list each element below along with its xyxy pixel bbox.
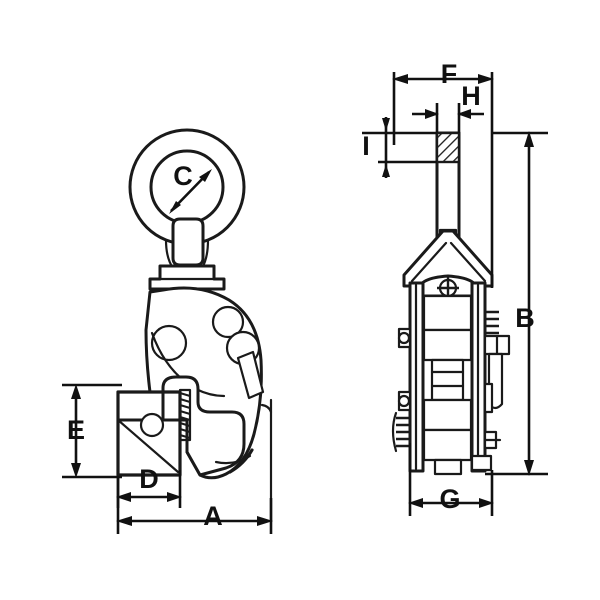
dimension-D: D xyxy=(116,464,182,508)
jaw-teeth-serrations xyxy=(179,392,191,439)
dimension-A-label: A xyxy=(203,501,223,531)
body-core-block-upper xyxy=(422,294,473,332)
body-core-block-lower xyxy=(422,428,473,462)
dimension-I-arrowhead-top xyxy=(382,118,390,131)
jaw-hook-body xyxy=(161,375,246,477)
dimension-G-arrowhead-right xyxy=(479,498,494,508)
lifting-eye-ring xyxy=(128,128,246,246)
clamp-body-front xyxy=(391,274,511,476)
right-lever-tail xyxy=(483,382,494,414)
side-elevation-view: C xyxy=(62,128,273,534)
dimension-E-label: E xyxy=(67,415,85,445)
shackle-plate-section-hatch xyxy=(435,131,461,164)
body-core-block-upper-mid xyxy=(422,328,473,362)
dimension-I-arrowhead-bottom xyxy=(382,164,390,177)
dimension-F: F xyxy=(392,59,494,288)
right-spring-coils xyxy=(485,310,499,335)
left-pin-upper-bolt xyxy=(397,331,411,345)
base-tail-curve xyxy=(228,448,254,474)
body-core-block-lower-mid xyxy=(422,398,473,432)
dimension-C: C xyxy=(169,161,212,214)
dimension-A-arrowhead-left xyxy=(116,516,132,526)
right-side-hardware xyxy=(470,310,511,472)
dimension-E-arrowhead-top xyxy=(71,384,81,399)
jaw-pad-pin xyxy=(139,412,165,438)
dimension-B-arrowhead-top xyxy=(524,131,534,147)
dimension-B: B xyxy=(485,131,548,476)
right-base-bolt xyxy=(470,454,493,472)
base-tail-inner-curve xyxy=(214,454,252,465)
dimension-A: A xyxy=(116,477,273,534)
swivel-collar-plate xyxy=(148,264,226,291)
left-side-hardware xyxy=(391,327,412,453)
dimension-H-arrowhead-right xyxy=(457,109,471,119)
dimension-D-arrowhead-left xyxy=(116,492,131,502)
jaw-gap-diagonal xyxy=(116,418,180,474)
dimension-C-label: C xyxy=(173,161,193,191)
dimension-I-label: I xyxy=(362,131,370,161)
shackle-pin-body xyxy=(171,217,205,267)
dimension-H-arrowhead-left xyxy=(425,109,439,119)
dimension-G-arrowhead-left xyxy=(408,498,423,508)
dimension-B-arrowhead-bottom xyxy=(524,460,534,476)
swivel-yoke-inner-right-edge xyxy=(449,241,487,283)
front-elevation-view: F H I xyxy=(362,59,548,516)
dimension-I: I xyxy=(362,117,437,178)
swivel-collar xyxy=(148,264,226,291)
dimension-F-label: F xyxy=(441,59,458,89)
dimension-E-arrowhead-bottom xyxy=(71,463,81,478)
body-rivet-top-right xyxy=(211,305,245,339)
swivel-yoke-inner-left-edge xyxy=(410,241,448,283)
dimension-F-arrowhead-right xyxy=(478,74,494,84)
dimension-G-label: G xyxy=(439,484,460,514)
base-right-edge-top-fillet xyxy=(260,403,273,414)
dimension-H-label: H xyxy=(461,81,481,111)
dimension-E: E xyxy=(62,383,122,479)
clamp-jaw-assembly xyxy=(116,375,246,477)
dimension-F-arrowhead-left xyxy=(392,74,408,84)
lock-lever xyxy=(236,350,265,400)
dimension-C-arrowhead-upper xyxy=(199,169,212,182)
dimension-D-arrowhead-right xyxy=(167,492,182,502)
dimension-D-label: D xyxy=(139,464,159,494)
body-core-block-center xyxy=(430,358,465,402)
shackle-pin-boss xyxy=(164,217,210,270)
dimension-A-arrowhead-right xyxy=(257,516,273,526)
left-spring-outline xyxy=(391,411,398,453)
dimension-C-arrowhead-lower xyxy=(169,201,181,214)
left-pin-lower-bolt xyxy=(397,394,411,408)
dimension-H: H xyxy=(412,81,484,133)
dimension-B-label: B xyxy=(515,303,535,333)
left-spring-coils xyxy=(396,416,410,448)
body-core-base-pad xyxy=(433,458,463,476)
lock-lever-arm xyxy=(236,350,265,400)
dimension-G: G xyxy=(408,443,494,516)
